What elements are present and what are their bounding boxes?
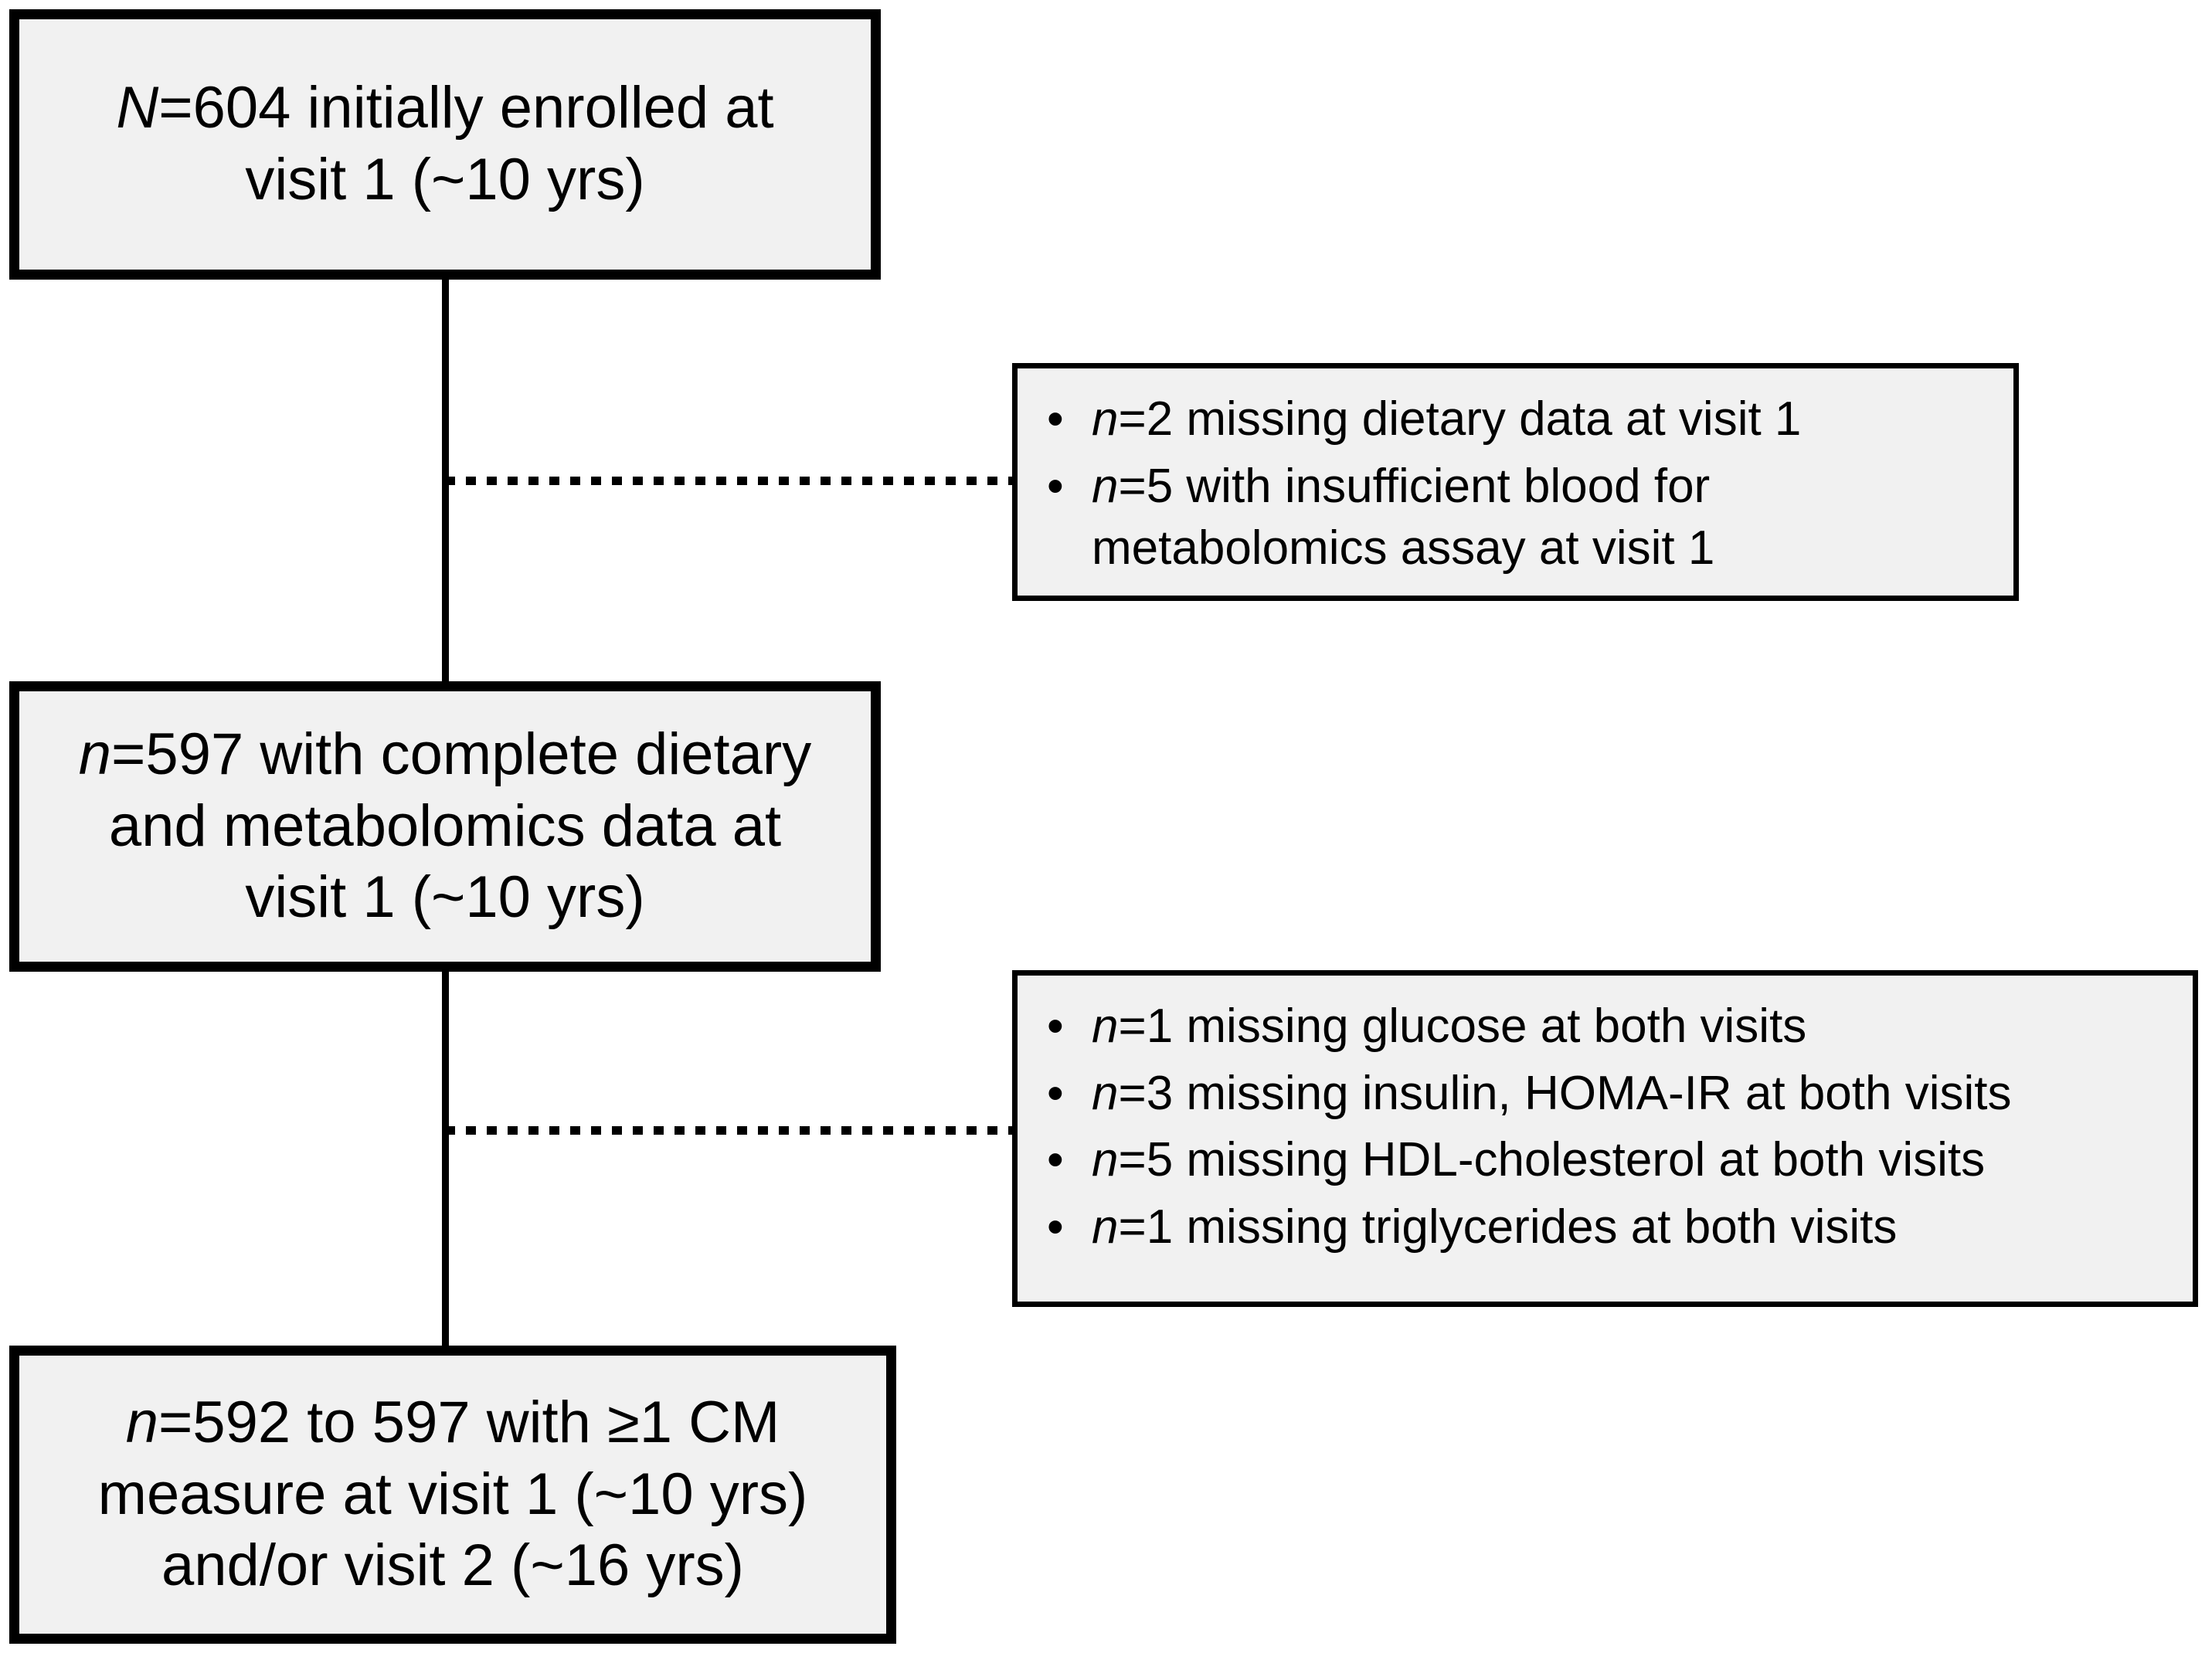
exclusion-2-3-text: =1 missing triglycerides at both visits (1118, 1200, 1898, 1254)
box-analytic-sample-text: n=592 to 597 with ≥1 CM measure at visit… (39, 1387, 866, 1602)
connector-complete-to-analytic (442, 970, 449, 1350)
list-item: • n=5 with insufficient blood for metabol… (1035, 456, 1993, 580)
bullet-icon: • (1047, 1066, 1064, 1120)
list-item: • n=3 missing insulin, HOMA-IR at both vi… (1035, 1063, 2173, 1125)
list-item: • n=2 missing dietary data at visit 1 (1035, 389, 1993, 451)
exclusion-1-1-prefix: n (1092, 459, 1119, 513)
exclusion-2-1-prefix: n (1092, 1066, 1119, 1120)
exclusion-1-0-text: =2 missing dietary data at visit 1 (1118, 392, 1802, 446)
exclusion-2-0-text: =1 missing glucose at both visits (1118, 1000, 1807, 1053)
exclusion-2-2-prefix: n (1092, 1133, 1119, 1187)
exclusion-1-0-prefix: n (1092, 392, 1119, 446)
exclusion-list-1: •n=2 missing dietary data at visit 1 •n=… (1035, 389, 1993, 580)
list-item: • n=1 missing triglycerides at both visit… (1035, 1196, 2173, 1259)
exclusion-2-3-prefix: n (1092, 1200, 1119, 1254)
bullet-icon: • (1047, 1200, 1064, 1254)
list-item: • n=1 missing glucose at both visits (1035, 996, 2173, 1058)
exclusion-2-0-prefix: n (1092, 1000, 1119, 1053)
bullet-icon: • (1047, 1000, 1064, 1053)
box-analytic-sample: n=592 to 597 with ≥1 CM measure at visit… (9, 1346, 896, 1644)
dotted-connector-exclusion-2 (445, 1126, 1017, 1135)
box-analytic-sample-body: =592 to 597 with ≥1 CM measure at visit … (97, 1389, 808, 1599)
bullet-icon: • (1047, 392, 1064, 446)
box-complete-data: n=597 with complete dietary and metabolo… (9, 681, 881, 972)
box-complete-data-body: =597 with complete dietary and metabolom… (108, 721, 812, 931)
exclusion-list-2: •n=1 missing glucose at both visits •n=3… (1035, 996, 2173, 1258)
box-complete-data-text: n=597 with complete dietary and metabolo… (39, 719, 851, 934)
box-complete-data-prefix: n (78, 721, 112, 787)
bullet-icon: • (1047, 1133, 1064, 1187)
dotted-connector-exclusion-1 (445, 477, 1017, 485)
box-enrolled: N=604 initially enrolled at visit 1 (~10… (9, 9, 881, 280)
box-enrolled-text: N=604 initially enrolled at visit 1 (~10… (39, 73, 851, 216)
exclusion-1-1-text: =5 with insufficient blood for metabolom… (1092, 459, 1715, 575)
exclusion-2-2-text: =5 missing HDL-cholesterol at both visit… (1118, 1133, 1986, 1187)
box-enrolled-prefix: N (116, 75, 159, 141)
note-exclusions-cm-measures: •n=1 missing glucose at both visits •n=3… (1012, 970, 2198, 1307)
box-enrolled-body: =604 initially enrolled at visit 1 (~10 … (158, 75, 774, 212)
box-analytic-sample-prefix: n (125, 1389, 158, 1455)
list-item: • n=5 missing HDL-cholesterol at both vis… (1035, 1129, 2173, 1192)
exclusion-2-1-text: =3 missing insulin, HOMA-IR at both visi… (1118, 1066, 2012, 1120)
note-exclusions-visit1: •n=2 missing dietary data at visit 1 •n=… (1012, 363, 2019, 601)
bullet-icon: • (1047, 459, 1064, 513)
